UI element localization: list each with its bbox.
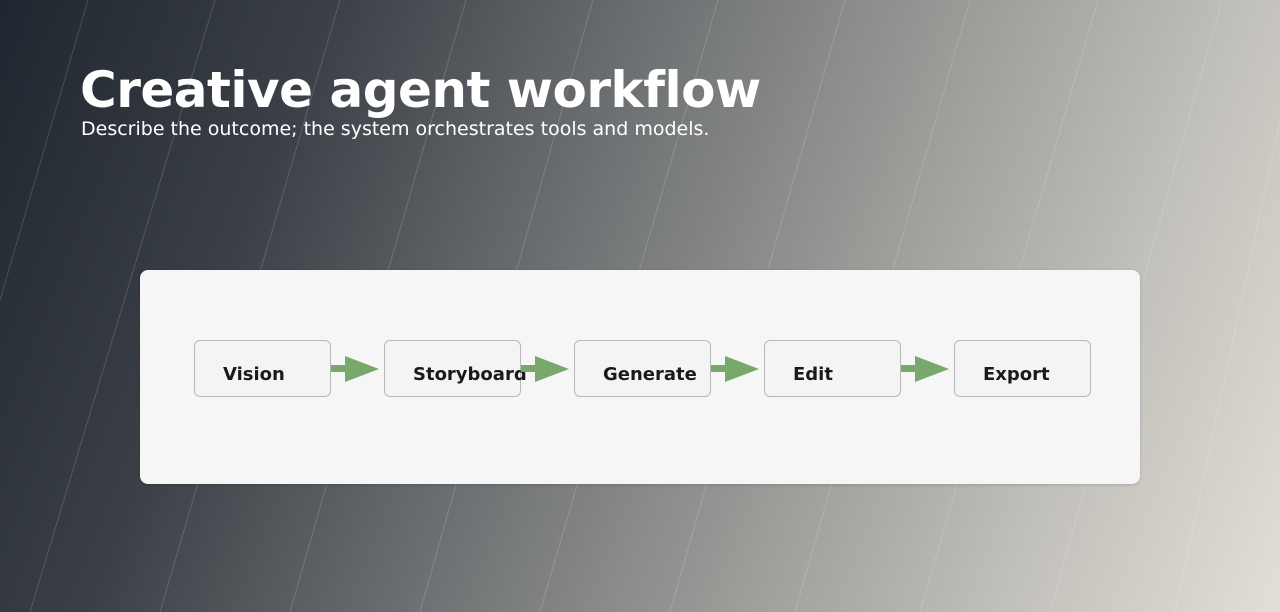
step-vision[interactable]: Vision xyxy=(194,340,331,397)
arrow-storyboard-to-generate xyxy=(521,356,569,382)
arrow-edit-to-export xyxy=(901,356,949,382)
step-generate[interactable]: Generate xyxy=(574,340,711,397)
page-title: Creative agent workflow xyxy=(80,61,761,119)
step-export[interactable]: Export xyxy=(954,340,1091,397)
workflow-diagram: Vision Storyboard Generate Edit xyxy=(140,270,1140,484)
step-storyboard-label: Storyboard xyxy=(413,364,527,385)
step-vision-label: Vision xyxy=(223,364,285,385)
step-edit-label: Edit xyxy=(793,364,833,385)
step-edit[interactable]: Edit xyxy=(764,340,901,397)
step-export-label: Export xyxy=(983,364,1050,385)
arrow-vision-to-storyboard xyxy=(331,356,379,382)
workflow-panel: Vision Storyboard Generate Edit xyxy=(140,270,1140,484)
step-generate-label: Generate xyxy=(603,364,697,385)
page-subtitle: Describe the outcome; the system orchest… xyxy=(81,118,710,140)
arrow-generate-to-edit xyxy=(711,356,759,382)
step-storyboard[interactable]: Storyboard xyxy=(384,340,527,397)
